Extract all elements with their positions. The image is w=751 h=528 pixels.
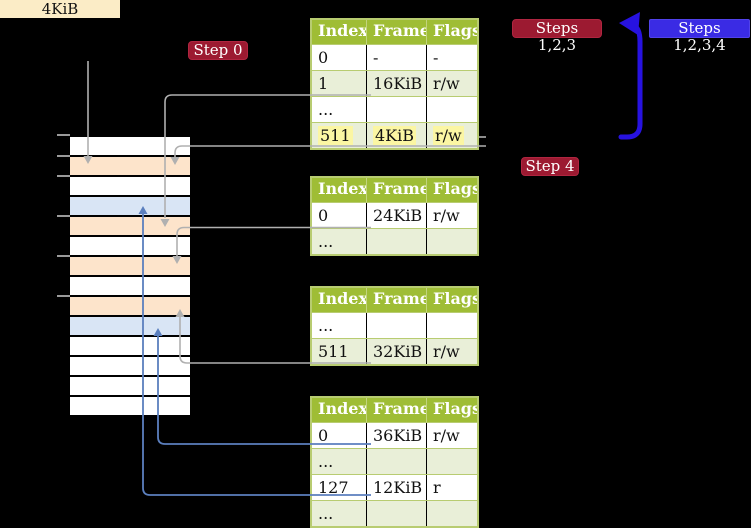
highlighted-value: 511 [318,126,353,145]
cell-index: 0 [318,48,329,67]
cell-flags: r/w [426,423,477,448]
steps-1234-label: Steps 1,2,3,4 [649,19,750,54]
cell-frame [366,501,426,526]
header-index: Index [318,289,366,308]
memory-frame-row-white [70,237,190,255]
header-flags: Flags [426,288,477,312]
cell-frame [366,313,426,338]
header-flags: Flags [426,20,477,44]
memory-tick [57,295,70,297]
memory-frame-row-white [70,377,190,395]
memory-tick [57,155,70,157]
page-table-3-row: ... [312,312,477,338]
step-4-label: Step 4 [521,157,579,176]
cell-flags: r/w [426,339,477,364]
memory-tick [57,215,70,217]
cell-frame [366,97,426,122]
page-table-4-row: ... [312,448,477,474]
physical-memory-column [70,137,190,417]
steps-1234-arrow [618,12,643,140]
cell-index: ... [318,232,334,251]
cell-index: ... [318,100,334,119]
cell-index: 0 [318,426,329,445]
cell-index: ... [318,316,334,335]
cell-frame: 36KiB [366,423,426,448]
cell-frame: - [366,45,426,70]
header-index: Index [318,399,366,418]
header-frame: Frame [366,20,426,44]
memory-frame-row-white [70,337,190,355]
header-frame: Frame [366,288,426,312]
header-frame: Frame [366,178,426,202]
memory-frame-row-white [70,357,190,375]
cell-flags [426,449,477,474]
cell-frame: 32KiB [366,339,426,364]
cell-index: 1 [318,74,329,93]
cell-flags: - [426,45,477,70]
cell-flags [426,97,477,122]
header-frame: Frame [366,398,426,422]
cell-flags [426,313,477,338]
memory-size-label: 4KiB [0,0,120,18]
cell-frame: 16KiB [366,71,426,96]
cell-frame [366,229,426,254]
header-index: Index [318,21,366,40]
memory-tick [57,255,70,257]
page-table-1-row: 0 -- [312,44,477,70]
cell-frame: 4KiB [366,123,426,148]
cell-flags: r [426,475,477,500]
memory-frame-row-orange [70,157,190,175]
cell-index: 0 [318,206,329,225]
cell-index: 127 [318,478,349,497]
memory-frame-row-white [70,277,190,295]
page-table-1-row: 511 4KiB r/w [312,122,477,148]
cell-frame: 12KiB [366,475,426,500]
highlighted-value: r/w [433,126,464,145]
memory-tick [57,175,70,177]
page-table-2-row: ... [312,228,477,254]
memory-frame-row-blue [70,197,190,215]
cell-flags [426,229,477,254]
memory-frame-row-orange [70,257,190,275]
highlighted-value: 4KiB [373,126,417,145]
memory-frame-row-white [70,137,190,155]
page-table-4-row: ... [312,500,477,526]
cell-frame [366,449,426,474]
steps-123-label: Steps 1,2,3 [512,19,602,54]
step-0-label: Step 0 [188,41,248,60]
cell-flags: r/w [426,203,477,228]
memory-frame-row-white [70,397,190,415]
page-table-1-row: ... [312,96,477,122]
memory-frame-row-orange [70,217,190,235]
header-flags: Flags [426,398,477,422]
memory-frame-row-white [70,177,190,195]
cell-flags: r/w [426,71,477,96]
cell-index: ... [318,452,334,471]
cell-index: ... [318,504,334,523]
cell-flags: r/w [426,123,477,148]
memory-frame-row-blue [70,317,190,335]
memory-frame-row-orange [70,297,190,315]
cell-index: 511 [318,342,349,361]
header-index: Index [318,179,366,198]
header-flags: Flags [426,178,477,202]
cell-flags [426,501,477,526]
cell-index: 511 [312,123,366,148]
cell-frame: 24KiB [366,203,426,228]
memory-tick [57,134,70,136]
